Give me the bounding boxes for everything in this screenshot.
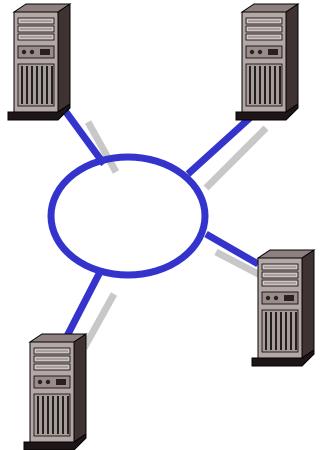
- link-right: [204, 230, 260, 268]
- link-shadow-bottom-left: [80, 292, 118, 350]
- server-top-left: [7, 3, 71, 121]
- network-ring: [47, 153, 209, 279]
- link-top-right: [185, 113, 255, 177]
- links: [62, 109, 260, 340]
- link-shadow-top-left: [84, 120, 120, 174]
- link-shadow-right: [214, 248, 264, 280]
- server-tower-icon: [7, 3, 71, 121]
- server-top-right: [235, 3, 299, 121]
- server-bottom-left: [23, 333, 87, 450]
- link-shadows: [80, 120, 269, 350]
- server-right: [251, 249, 315, 367]
- link-top-left: [63, 109, 107, 167]
- link-bottom-left: [62, 270, 104, 340]
- link-shadow-top-right: [203, 125, 269, 191]
- server-tower-icon: [235, 3, 299, 121]
- server-tower-icon: [23, 333, 87, 450]
- server-tower-icon: [251, 249, 315, 367]
